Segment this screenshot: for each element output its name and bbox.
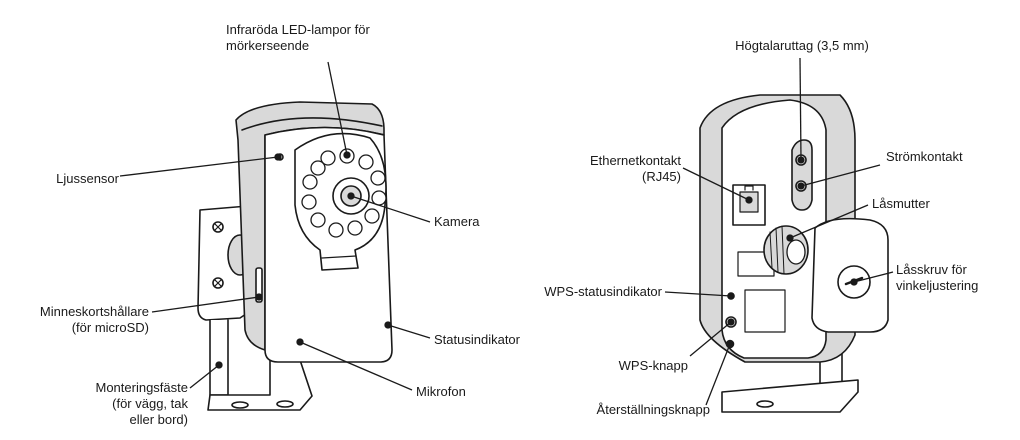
front-camera-drawing: [198, 102, 392, 410]
label-lock-screw: Låsskruv för vinkeljustering: [896, 262, 978, 294]
label-reset: Återställningsknapp: [540, 402, 710, 418]
label-speaker-jack: Högtalaruttag (3,5 mm): [702, 38, 902, 54]
label-ir-leds-line2: mörkerseende: [226, 38, 370, 54]
label-wps-status: WPS-statusindikator: [494, 284, 662, 300]
label-ethernet-line1: Ethernetkontakt: [560, 153, 681, 169]
back-foot: [722, 380, 858, 412]
label-card-holder-line2: (för microSD): [14, 320, 149, 336]
label-mount-line2: (för vägg, tak: [20, 396, 188, 412]
label-card-holder: Minneskortshållare (för microSD): [14, 304, 149, 336]
back-power-slot: [792, 140, 812, 210]
label-ethernet-line2: (RJ45): [560, 169, 681, 185]
label-ethernet: Ethernetkontakt (RJ45): [560, 153, 681, 185]
back-label-lower: [745, 290, 785, 332]
label-light-sensor: Ljussensor: [24, 171, 119, 187]
label-lock-screw-line2: vinkeljustering: [896, 278, 978, 294]
label-power: Strömkontakt: [886, 149, 963, 165]
back-camera-drawing: [700, 95, 888, 412]
front-stand: [210, 320, 228, 395]
label-wps-button: WPS-knapp: [560, 358, 688, 374]
label-ir-leds-line1: Infraröda LED-lampor för: [226, 22, 370, 38]
label-mount-line1: Monteringsfäste: [20, 380, 188, 396]
label-lock-screw-line1: Låsskruv för: [896, 262, 978, 278]
label-ir-leds: Infraröda LED-lampor för mörkerseende: [226, 22, 370, 54]
label-mount: Monteringsfäste (för vägg, tak eller bor…: [20, 380, 188, 428]
leader-status-indicator: [388, 325, 430, 338]
label-mount-line3: eller bord): [20, 412, 188, 428]
label-card-holder-line1: Minneskortshållare: [14, 304, 149, 320]
label-status-indicator: Statusindikator: [434, 332, 520, 348]
label-camera: Kamera: [434, 214, 480, 230]
label-lock-nut: Låsmutter: [872, 196, 930, 212]
label-microphone: Mikrofon: [416, 384, 466, 400]
